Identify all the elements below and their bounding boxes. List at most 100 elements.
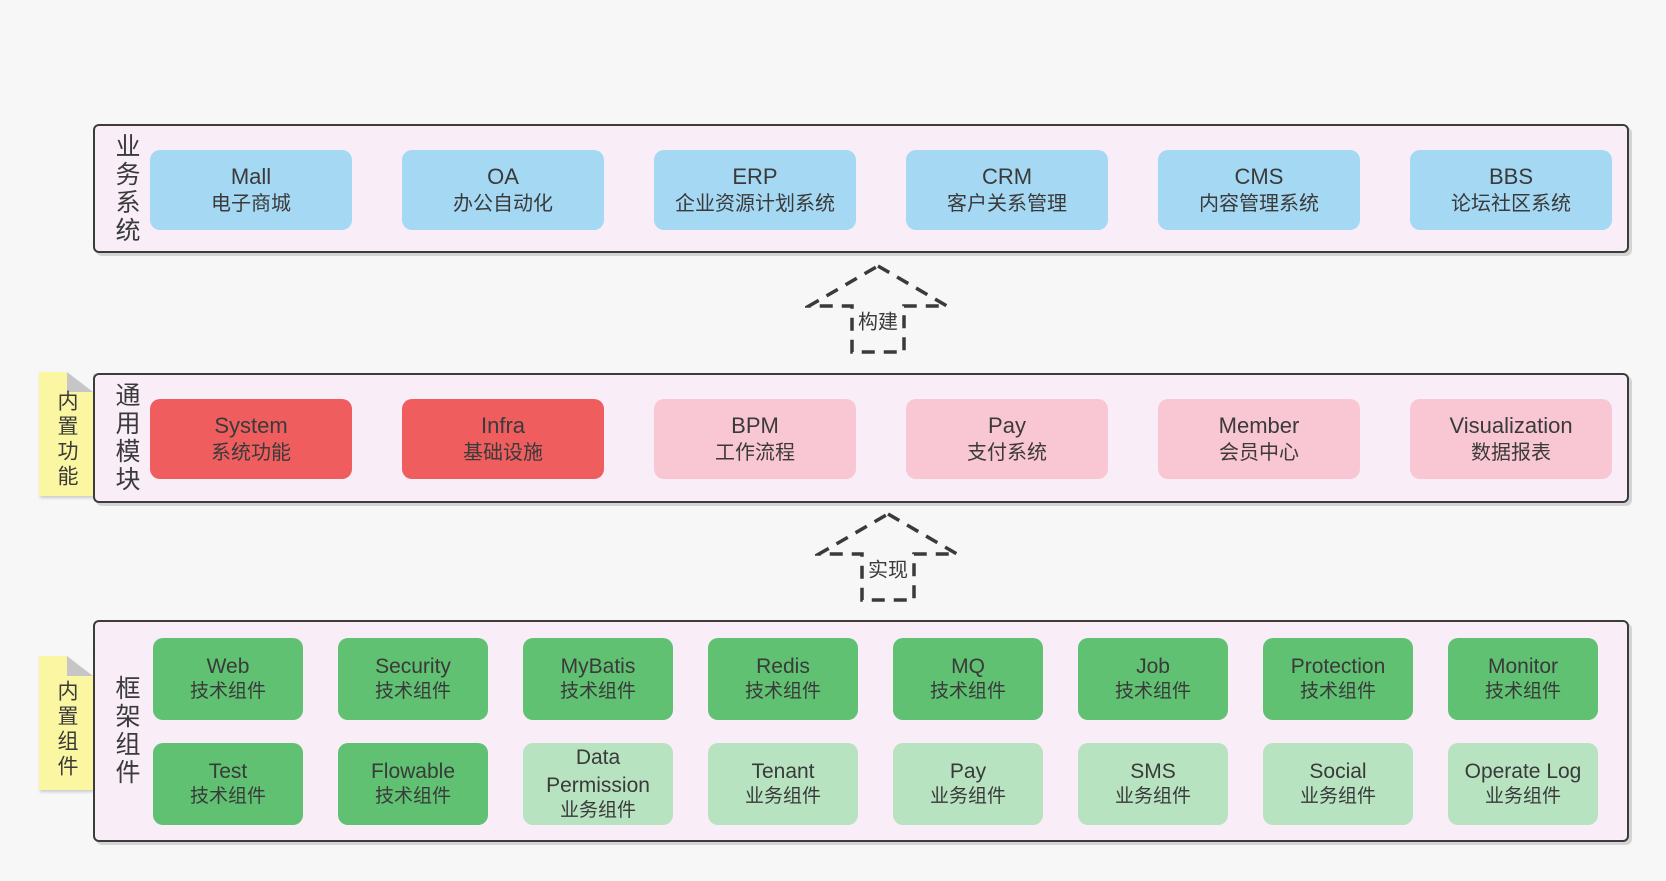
- box-protection: Protection 技术组件: [1263, 638, 1413, 720]
- sticky-note-builtin-components: 内置组件: [39, 656, 93, 790]
- box-title: Infra: [480, 412, 526, 438]
- box-title: BPM: [731, 412, 779, 438]
- box-subtitle: 业务组件: [1484, 786, 1561, 808]
- folded-corner-icon: [67, 372, 93, 392]
- box-subtitle: 业务组件: [744, 786, 821, 808]
- box-subtitle: 技术组件: [374, 681, 451, 703]
- box-title: Security: [375, 655, 451, 678]
- box-title: Pay: [988, 412, 1026, 438]
- box-subtitle: 业务组件: [1299, 786, 1376, 808]
- box-social: Social 业务组件: [1263, 743, 1413, 825]
- box-title: Web: [206, 655, 250, 678]
- box-title: CMS: [1234, 163, 1284, 189]
- layer-label-common-modules: 通用模块: [112, 382, 140, 494]
- box-title: MyBatis: [560, 655, 636, 678]
- box-title: Flowable: [370, 760, 456, 783]
- box-oa: OA 办公自动化: [402, 150, 604, 230]
- box-subtitle: 业务组件: [1114, 786, 1191, 808]
- box-title: Mall: [230, 163, 272, 189]
- box-member: Member 会员中心: [1158, 399, 1360, 479]
- box-title: ERP: [732, 163, 778, 189]
- box-redis: Redis 技术组件: [708, 638, 858, 720]
- layer-label-business-systems: 业务系统: [112, 132, 140, 245]
- box-subtitle: 技术组件: [1299, 681, 1376, 703]
- box-subtitle: 基础设施: [463, 442, 543, 465]
- box-subtitle: 技术组件: [559, 681, 636, 703]
- box-title: SMS: [1130, 760, 1176, 783]
- box-pay: Pay 业务组件: [893, 743, 1043, 825]
- box-operate-log: Operate Log 业务组件: [1448, 743, 1598, 825]
- box-cms: CMS 内容管理系统: [1158, 150, 1360, 230]
- box-subtitle: 会员中心: [1219, 442, 1299, 465]
- box-subtitle: 企业资源计划系统: [675, 193, 835, 216]
- sticky-note-label: 内置功能: [55, 390, 78, 491]
- box-title: CRM: [981, 163, 1033, 189]
- box-title: Redis: [756, 655, 810, 678]
- box-bpm: BPM 工作流程: [654, 399, 856, 479]
- box-test: Test 技术组件: [153, 743, 303, 825]
- box-subtitle: 技术组件: [1484, 681, 1561, 703]
- box-subtitle: 系统功能: [211, 442, 291, 465]
- box-flowable: Flowable 技术组件: [338, 743, 488, 825]
- box-web: Web 技术组件: [153, 638, 303, 720]
- box-subtitle: 支付系统: [967, 442, 1047, 465]
- box-subtitle: 技术组件: [374, 786, 451, 808]
- box-title: Member: [1218, 412, 1300, 438]
- box-sms: SMS 业务组件: [1078, 743, 1228, 825]
- box-erp: ERP 企业资源计划系统: [654, 150, 856, 230]
- box-subtitle: 论坛社区系统: [1451, 193, 1571, 216]
- box-title: Job: [1136, 655, 1170, 678]
- layer-business-systems: 业务系统 Mall 电子商城 OA 办公自动化 ERP 企业资源计划系统 CRM 客户关系管理…: [93, 124, 1629, 253]
- box-row: Mall 电子商城 OA 办公自动化 ERP 企业资源计划系统 CRM 客户关系管理 CMS 内容…: [150, 150, 1612, 230]
- box-mall: Mall 电子商城: [150, 150, 352, 230]
- box-pay: Pay 支付系统: [906, 399, 1108, 479]
- sticky-note-builtin-features: 内置功能: [39, 372, 93, 496]
- box-title: Test: [208, 760, 248, 783]
- box-title: BBS: [1488, 163, 1534, 189]
- box-subtitle: 电子商城: [211, 193, 291, 216]
- box-subtitle: 技术组件: [929, 681, 1006, 703]
- box-subtitle: 业务组件: [929, 786, 1006, 808]
- layer-label-framework-components: 框架组件: [112, 675, 140, 787]
- arrow-label-build: 构建: [854, 304, 902, 336]
- box-subtitle: 客户关系管理: [947, 193, 1067, 216]
- box-subtitle: 技术组件: [1114, 681, 1191, 703]
- arrow-label-implement: 实现: [864, 552, 912, 584]
- box-subtitle: 业务组件: [559, 799, 636, 821]
- box-title: Social: [1309, 760, 1367, 783]
- box-crm: CRM 客户关系管理: [906, 150, 1108, 230]
- box-subtitle: 技术组件: [744, 681, 821, 703]
- box-infra: Infra 基础设施: [402, 399, 604, 479]
- box-subtitle: 技术组件: [189, 786, 266, 808]
- box-job: Job 技术组件: [1078, 638, 1228, 720]
- box-tenant: Tenant 业务组件: [708, 743, 858, 825]
- box-title: Monitor: [1487, 655, 1559, 678]
- box-title: Protection: [1290, 655, 1386, 678]
- box-title: Tenant: [751, 760, 815, 783]
- box-subtitle: 内容管理系统: [1199, 193, 1319, 216]
- box-title: Pay: [949, 760, 987, 783]
- box-security: Security 技术组件: [338, 638, 488, 720]
- box-subtitle: 办公自动化: [453, 193, 553, 216]
- box-title: Operate Log: [1464, 760, 1582, 783]
- box-subtitle: 数据报表: [1471, 442, 1551, 465]
- box-subtitle: 工作流程: [715, 442, 795, 465]
- box-subtitle: 技术组件: [189, 681, 266, 703]
- sticky-note-label: 内置组件: [55, 679, 78, 780]
- box-title: Visualization: [1449, 412, 1573, 438]
- box-title: OA: [487, 163, 519, 189]
- box-title: Data Permission: [546, 746, 650, 797]
- arrow-up-implement: 实现: [815, 510, 961, 604]
- box-mybatis: MyBatis 技术组件: [523, 638, 673, 720]
- folded-corner-icon: [67, 656, 93, 676]
- arrow-up-build: 构建: [805, 262, 951, 356]
- box-monitor: Monitor 技术组件: [1448, 638, 1598, 720]
